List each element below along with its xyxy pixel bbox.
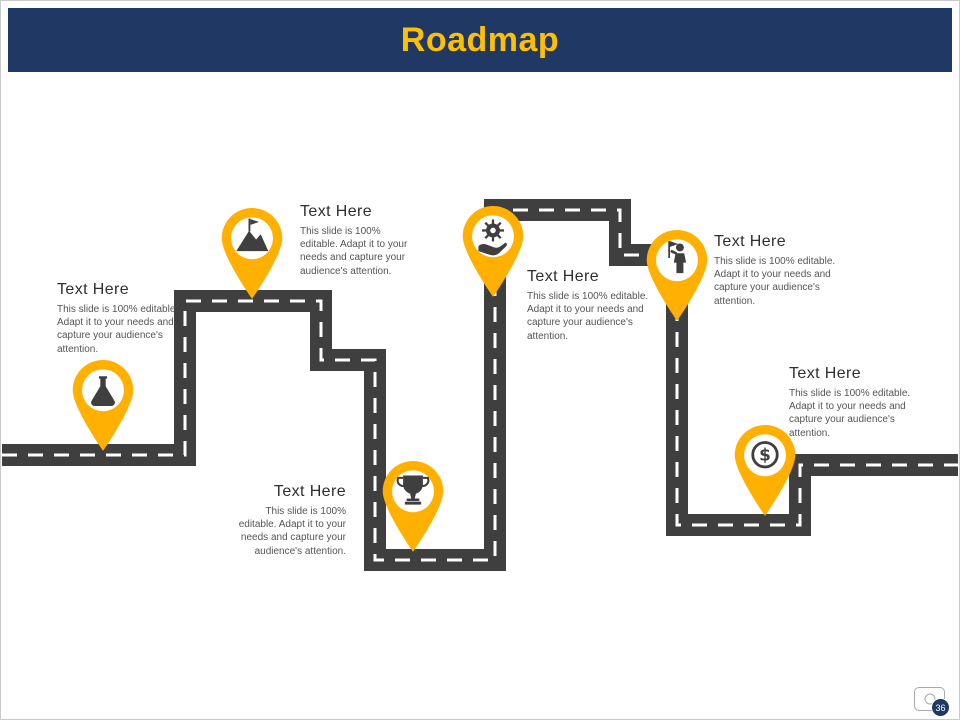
page-title: Roadmap (400, 20, 560, 59)
mountain-flag-icon (236, 218, 269, 252)
milestone-label: Text Here This slide is 100% editable. A… (300, 203, 420, 278)
milestone-pin: $ (730, 425, 800, 517)
milestone-label: Text Here This slide is 100% editable. A… (714, 233, 836, 308)
milestone-title: Text Here (300, 203, 373, 220)
milestone-title: Text Here (273, 483, 346, 500)
milestone-body: This slide is 100% editable. Adapt it to… (714, 256, 836, 307)
milestone-body: This slide is 100% editable. Adapt it to… (238, 506, 346, 557)
milestone-pin (217, 208, 287, 300)
pin-marker-icon (221, 208, 283, 299)
pin-marker-icon (72, 360, 134, 451)
milestone-pin (68, 360, 138, 452)
milestone-body: This slide is 100% editable. Adapt it to… (789, 388, 911, 439)
milestone-pin (378, 461, 448, 553)
pin-marker-icon: $ (734, 425, 796, 516)
svg-text:$: $ (759, 445, 771, 465)
milestone-pin (458, 206, 528, 298)
milestone-title: Text Here (789, 365, 862, 382)
winner-icon (668, 241, 687, 274)
milestone-body: This slide is 100% editable. Adapt it to… (300, 226, 408, 277)
milestone-body: This slide is 100% editable. Adapt it to… (57, 304, 179, 355)
milestone-title: Text Here (527, 268, 600, 285)
flask-icon (91, 376, 115, 406)
pin-marker-icon (382, 461, 444, 552)
dollar-icon: $ (751, 441, 779, 469)
pin-marker-icon (462, 206, 524, 297)
page-number-badge: 36 (914, 687, 950, 717)
pin-marker-icon (646, 230, 708, 321)
trophy-icon (396, 475, 430, 505)
milestone-title: Text Here (57, 281, 130, 298)
page-number: 36 (931, 698, 950, 717)
header-bar: Roadmap (8, 8, 952, 72)
milestone-label: Text Here This slide is 100% editable. A… (228, 483, 346, 558)
milestone-pin (642, 230, 712, 322)
gear-hand-icon (478, 219, 507, 256)
milestone-title: Text Here (714, 233, 787, 250)
milestone-label: Text Here This slide is 100% editable. A… (57, 281, 179, 356)
milestone-label: Text Here This slide is 100% editable. A… (789, 365, 917, 440)
milestone-body: This slide is 100% editable. Adapt it to… (527, 291, 649, 342)
milestone-label: Text Here This slide is 100% editable. A… (527, 268, 649, 343)
